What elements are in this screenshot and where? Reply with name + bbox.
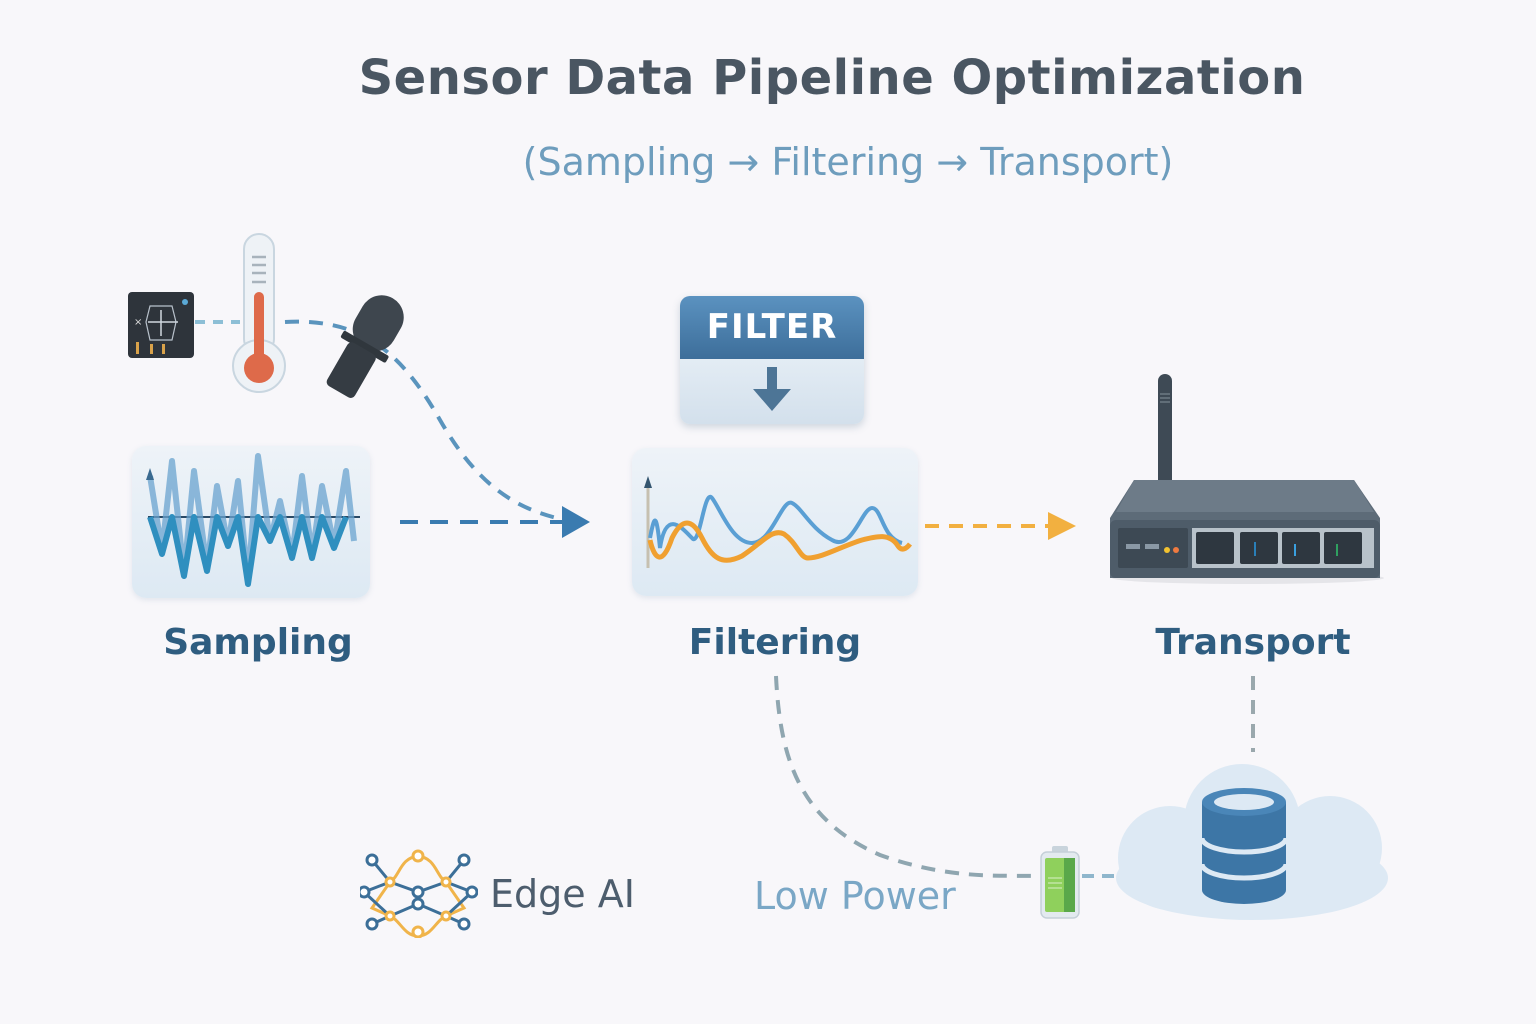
filtering-to-battery-curve xyxy=(774,675,1041,878)
neural-network-icon xyxy=(360,849,478,938)
sampling-panel xyxy=(132,446,370,598)
stage-label-filtering: Filtering xyxy=(688,622,862,663)
probe-sensor-icon xyxy=(326,295,404,398)
page-subtitle: (Sampling → Filtering → Transport) xyxy=(522,140,1174,184)
low-power-label: Low Power xyxy=(754,874,956,918)
sensor-to-filter-curve xyxy=(284,319,566,522)
arrowhead-blue xyxy=(562,506,590,538)
page-title: Sensor Data Pipeline Optimization xyxy=(358,50,1306,106)
thermometer-icon xyxy=(232,233,286,393)
battery-icon xyxy=(1040,846,1080,919)
stage-label-sampling: Sampling xyxy=(163,622,353,663)
filter-badge-label: FILTER xyxy=(680,296,864,359)
arrow-down-icon xyxy=(753,367,791,411)
arrowhead-orange xyxy=(1048,512,1076,540)
edge-ai-label: Edge AI xyxy=(490,872,635,916)
cloud-database-icon xyxy=(1116,764,1388,920)
circuit-board-sensor-icon: × xyxy=(128,292,194,358)
noisy-waveform-icon xyxy=(146,453,360,587)
svg-text:×: × xyxy=(134,317,142,328)
filtering-panel xyxy=(632,448,918,596)
router-icon xyxy=(1110,374,1384,584)
database-icon xyxy=(1199,788,1289,904)
smoothed-waveform-icon xyxy=(644,476,912,568)
stage-label-transport: Transport xyxy=(1155,622,1351,663)
filter-badge: FILTER xyxy=(680,296,864,424)
